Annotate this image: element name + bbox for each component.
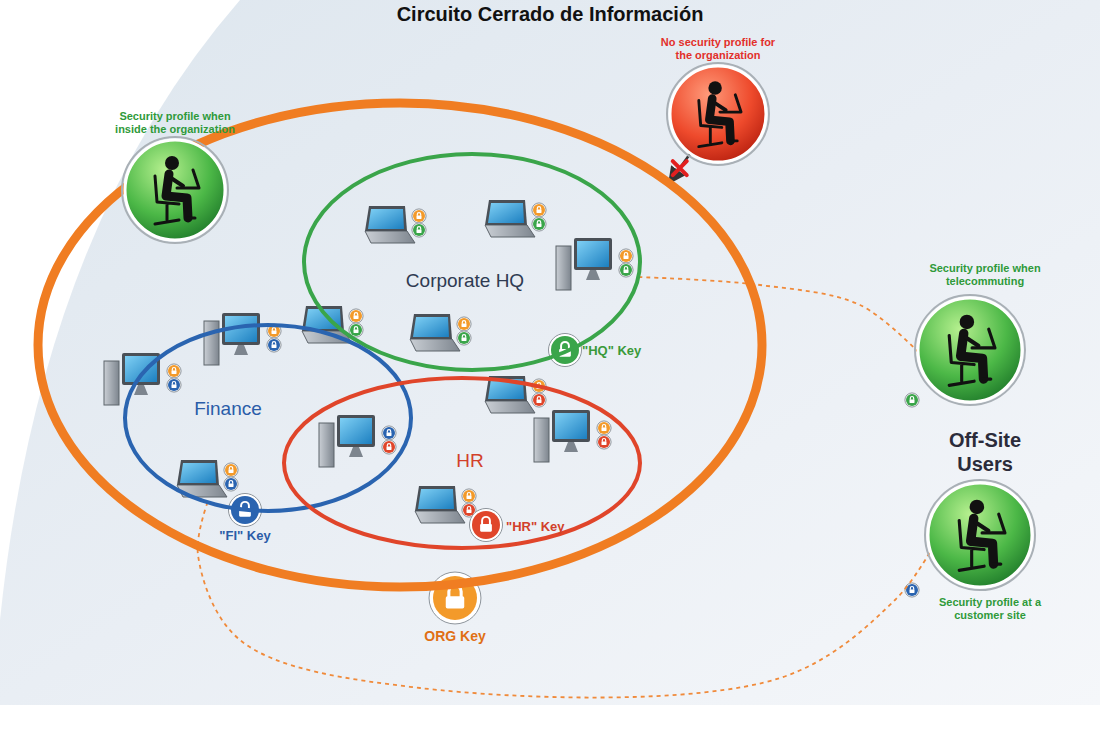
group-label: Off-Site Users bbox=[930, 428, 1040, 476]
key-label: "HR" Key bbox=[506, 519, 588, 535]
network-zone: ORG KeyCorporate HQ"HQ" KeyFinance"FI" K… bbox=[34, 99, 766, 591]
profile-circle bbox=[928, 483, 1032, 587]
lock-badge bbox=[412, 209, 426, 223]
desktop-icon bbox=[104, 353, 160, 405]
lock-badge bbox=[224, 463, 238, 477]
lock-badge bbox=[548, 333, 581, 366]
blocked-mark bbox=[673, 161, 687, 175]
laptop-icon bbox=[365, 206, 415, 243]
network-zone: Finance"FI" Key bbox=[121, 321, 415, 515]
node-outline bbox=[34, 99, 766, 591]
lock-badge bbox=[905, 393, 919, 407]
person-silhouette bbox=[699, 81, 741, 146]
laptop-icon bbox=[485, 376, 535, 413]
lock-badge bbox=[597, 421, 611, 435]
profile-caption: Security profile when telecommuting bbox=[910, 262, 1060, 288]
lock-badges bbox=[167, 203, 919, 624]
key-label: ORG Key bbox=[410, 628, 500, 645]
network-zone: Corporate HQ"HQ" Key bbox=[300, 150, 644, 374]
lock-badge bbox=[532, 379, 546, 393]
blocked-arrow bbox=[669, 153, 690, 183]
dashed-link bbox=[638, 277, 918, 352]
lock-badge bbox=[267, 324, 281, 338]
lock-badge bbox=[532, 393, 546, 407]
lock-badge bbox=[619, 249, 633, 263]
lock-badge bbox=[349, 323, 363, 337]
lock-badge bbox=[905, 583, 919, 597]
lock-badge bbox=[224, 477, 238, 491]
lock-badge bbox=[382, 426, 396, 440]
lock-badge bbox=[349, 309, 363, 323]
laptop-icon bbox=[177, 460, 227, 497]
lock-badge bbox=[167, 364, 181, 378]
node-outline bbox=[300, 150, 644, 374]
profile-caption: Security profile when inside the organiz… bbox=[105, 110, 245, 136]
lock-badge bbox=[597, 435, 611, 449]
profile-ring bbox=[122, 137, 228, 243]
lock-badge bbox=[429, 572, 481, 624]
desktop-icon bbox=[204, 313, 260, 365]
lock-badge bbox=[469, 508, 502, 541]
laptop-icon bbox=[302, 306, 352, 343]
lock-badge bbox=[532, 217, 546, 231]
dashed-link bbox=[198, 502, 931, 697]
user-profile: Security profile when telecommuting bbox=[905, 258, 1065, 408]
person-silhouette bbox=[155, 156, 199, 224]
desktop-icon bbox=[556, 238, 612, 290]
profile-circle bbox=[918, 298, 1022, 402]
lock-badge bbox=[167, 378, 181, 392]
person-silhouette bbox=[959, 500, 1005, 571]
profile-ring bbox=[925, 480, 1035, 590]
lock-badge bbox=[382, 440, 396, 454]
computer-icons bbox=[104, 200, 612, 523]
user-profile: Security profile at a customer site bbox=[915, 478, 1075, 628]
lock-badge bbox=[457, 317, 471, 331]
profile-circle bbox=[670, 66, 766, 162]
laptop-icon bbox=[485, 200, 535, 237]
desktop-icon bbox=[319, 415, 375, 467]
key-label: "HQ" Key bbox=[582, 343, 662, 359]
zone-name: Finance bbox=[178, 398, 278, 421]
lock-badge bbox=[228, 493, 261, 526]
desktop-icon bbox=[534, 410, 590, 462]
lock-badge bbox=[457, 331, 471, 345]
zone-ellipse bbox=[304, 154, 640, 370]
zone-name: Corporate HQ bbox=[380, 270, 550, 293]
person-silhouette bbox=[949, 315, 995, 386]
diagram-title: Circuito Cerrado de Información bbox=[250, 2, 850, 26]
profile-ring bbox=[915, 295, 1025, 405]
lock-badge bbox=[412, 223, 426, 237]
zone-ellipse bbox=[284, 378, 640, 548]
user-profile: No security profile for the organization bbox=[650, 34, 786, 166]
laptop-icon bbox=[415, 486, 465, 523]
lock-badge bbox=[462, 489, 476, 503]
node-outline bbox=[121, 321, 415, 515]
lock-badge bbox=[532, 203, 546, 217]
zone-ellipse bbox=[125, 325, 411, 511]
network-zone: HR "HR" Key bbox=[280, 374, 644, 552]
profile-circle bbox=[125, 140, 225, 240]
profile-caption: No security profile for the organization bbox=[656, 36, 780, 62]
zone-name: HR bbox=[440, 450, 500, 473]
user-profile: Security profile when inside the organiz… bbox=[100, 108, 250, 243]
laptop-icon bbox=[410, 314, 460, 351]
background-sweep bbox=[0, 0, 1100, 705]
zone-ellipse bbox=[38, 103, 762, 587]
profile-caption: Security profile at a customer site bbox=[928, 596, 1052, 622]
lock-badge bbox=[619, 263, 633, 277]
key-label: "FI" Key bbox=[207, 528, 283, 544]
lock-badge bbox=[267, 338, 281, 352]
profile-ring bbox=[667, 63, 769, 165]
